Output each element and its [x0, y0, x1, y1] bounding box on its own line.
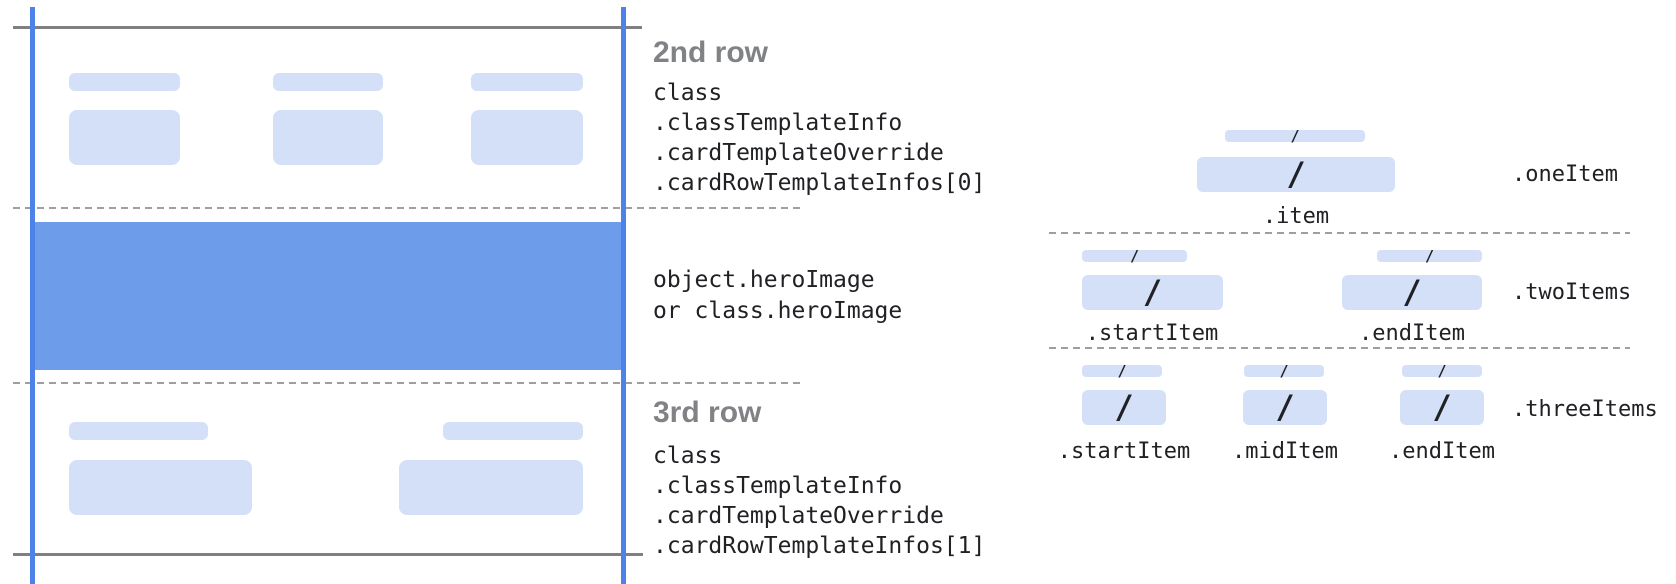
slash-glyph: /: [1129, 247, 1140, 265]
miditem-field-label: .midItem: [1232, 439, 1338, 464]
left-margin-guide-line: [30, 7, 35, 584]
startitem-field-label: .startItem: [1085, 321, 1219, 346]
slash-glyph: /: [1286, 155, 1306, 193]
row2-class-path-line: .cardTemplateOverride: [653, 140, 944, 166]
row2-field3-value-bar: [471, 110, 583, 165]
row2-field1-label-bar: [69, 73, 180, 91]
row3-field1-value-bar: [69, 460, 252, 515]
row2-class-path-line: .cardRowTemplateInfos[0]: [653, 170, 986, 196]
threeitems-start-value-bar: /: [1082, 390, 1166, 425]
row3-field1-label-bar: [69, 422, 208, 440]
row3-class-path-line: class: [653, 443, 723, 469]
row-divider-dashed-upper: [13, 207, 800, 209]
card-top-border-line: [13, 26, 642, 29]
slash-glyph: /: [1142, 273, 1163, 311]
hero-image-band: [35, 222, 621, 370]
row3-class-path-line: .cardRowTemplateInfos[1]: [653, 533, 986, 559]
oneitem-section-label: .oneItem: [1512, 162, 1618, 187]
slash-glyph: /: [1437, 362, 1447, 380]
slash-glyph: /: [1424, 247, 1435, 265]
row3-class-path-line: .classTemplateInfo: [653, 473, 903, 499]
slash-glyph: /: [1117, 362, 1127, 380]
enditem-field-label: .endItem: [1389, 439, 1495, 464]
row2-class-path-line: class: [653, 80, 723, 106]
threeitems-mid-value-bar: /: [1243, 390, 1327, 425]
item-field-label: .item: [1262, 204, 1330, 229]
row2-heading: 2nd row: [653, 36, 769, 69]
row2-class-path-line: .classTemplateInfo: [653, 110, 903, 136]
twoitems-start-label-bar: /: [1082, 247, 1187, 265]
row3-field2-label-bar: [443, 422, 583, 440]
threeitems-mid-label-bar: /: [1244, 362, 1324, 380]
section-divider-dashed-lower: [1049, 347, 1630, 349]
threeitems-start-label-bar: /: [1082, 362, 1162, 380]
row3-class-path-line: .cardTemplateOverride: [653, 503, 944, 529]
twoitems-end-label-bar: /: [1377, 247, 1482, 265]
threeitems-section-label: .threeItems: [1512, 397, 1658, 422]
hero-annotation-line: or class.heroImage: [653, 298, 903, 324]
row2-field3-label-bar: [471, 73, 583, 91]
twoitems-end-value-bar: /: [1342, 275, 1482, 310]
slash-glyph: /: [1432, 388, 1452, 426]
slash-glyph: /: [1114, 388, 1134, 426]
threeitems-end-value-bar: /: [1400, 390, 1484, 425]
hero-annotation-line: object.heroImage: [653, 267, 875, 293]
slash-glyph: /: [1275, 388, 1295, 426]
twoitems-start-value-bar: /: [1082, 275, 1223, 310]
twoitems-section-label: .twoItems: [1512, 280, 1632, 305]
oneitem-item-label-bar: /: [1225, 127, 1365, 145]
enditem-field-label: .endItem: [1359, 321, 1465, 346]
card-bottom-border-line: [13, 553, 643, 556]
startitem-field-label: .startItem: [1057, 439, 1191, 464]
row2-field1-value-bar: [69, 110, 180, 165]
row2-field2-value-bar: [273, 110, 383, 165]
oneitem-item-value-bar: /: [1197, 157, 1395, 192]
slash-glyph: /: [1279, 362, 1289, 380]
slash-glyph: /: [1290, 127, 1300, 145]
slash-glyph: /: [1402, 273, 1422, 311]
row2-field2-label-bar: [273, 73, 383, 91]
row3-heading: 3rd row: [653, 396, 762, 429]
threeitems-end-label-bar: /: [1402, 362, 1482, 380]
section-divider-dashed-upper: [1049, 232, 1630, 234]
right-margin-guide-line: [621, 7, 626, 584]
row3-field2-value-bar: [399, 460, 583, 515]
row-divider-dashed-lower: [13, 382, 800, 384]
